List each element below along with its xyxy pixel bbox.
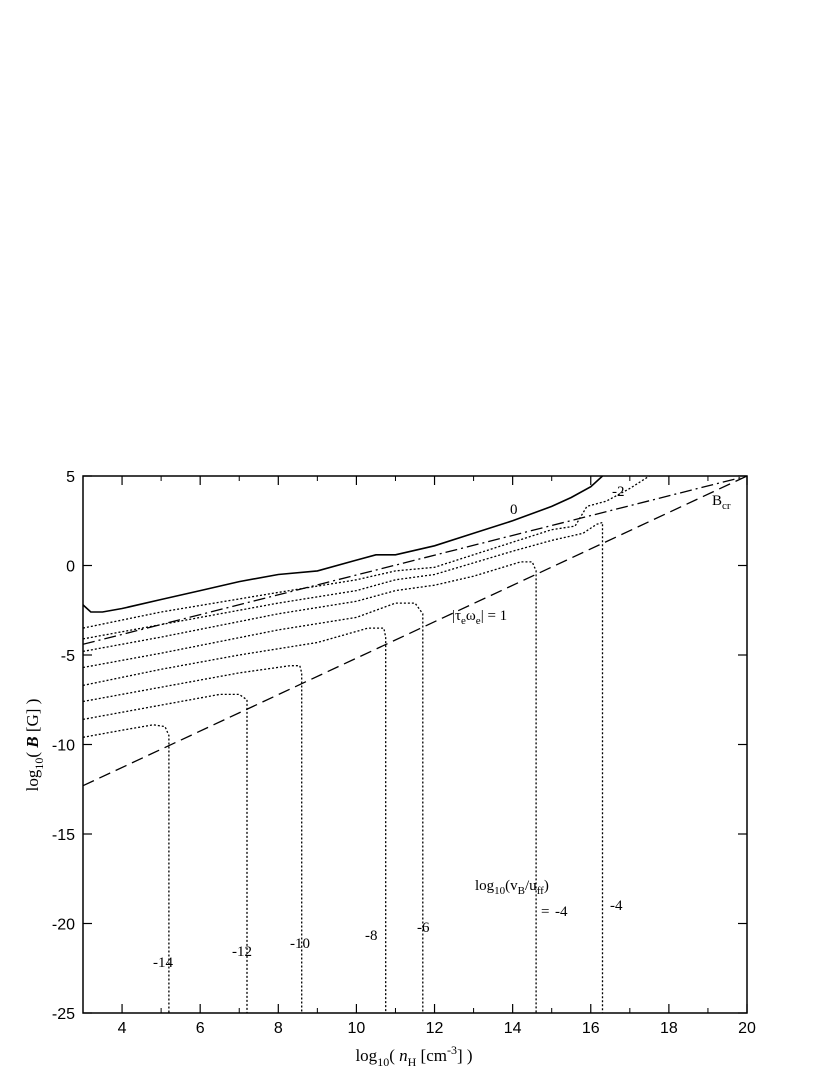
bcr-sub: cr [722,500,731,512]
y-tick-label: 5 [66,469,75,486]
xl-var: n [399,1046,408,1065]
vb-log: log [475,878,495,894]
xl-pre: log [355,1046,377,1065]
series-line-10 [83,476,747,787]
vb-close: ) [544,878,549,894]
plot-border [82,475,748,1014]
x-tick-label: 18 [660,1020,678,1037]
x-tick-label: 6 [196,1020,205,1037]
contour-label-minus6: -6 [417,920,430,936]
series-line-8 [83,724,170,1013]
bcr-main: B [712,493,722,509]
y-tick-label: -25 [52,1006,75,1023]
y-tick-label: -20 [52,917,75,934]
tau-b: ω [466,608,476,624]
vb-subff: ff [537,885,544,897]
x-tick-label: 12 [426,1020,444,1037]
contour-label-minus10: -10 [290,936,310,952]
y-tick-label: -10 [52,738,75,755]
plot-frame [82,475,748,1014]
series-line-9 [83,476,747,645]
bcr-label: Bcr [712,493,731,512]
yl-end: [G] ) [23,699,42,737]
y-tick-label: -5 [61,648,75,665]
tau-c: | = 1 [481,608,507,624]
yl-sub: 10 [32,758,46,770]
y-tick-label: -15 [52,827,75,844]
x-tick-label: 8 [274,1020,283,1037]
series-line-4 [83,602,424,1013]
contour-label-minus12: -12 [232,944,252,960]
xl-sup: -3 [447,1043,457,1057]
xl-varsub: H [408,1055,417,1069]
y-tick-label: 0 [66,559,75,576]
yl-var: B [23,736,42,748]
xl-end: ] ) [457,1046,473,1065]
tau-sub2: e [476,615,481,627]
vb-subB: B [518,885,525,897]
contour-label-minus4-mid: -4 [555,904,568,920]
tau-omega-label: |τeωe| = 1 [452,608,507,627]
vb-open: (v [505,878,518,894]
vb-sub10: 10 [494,885,506,897]
y-axis-title: log10( B [G] ) [23,699,46,792]
contour-label-0: 0 [510,502,518,518]
series-line-7 [83,693,248,1013]
series-line-3 [83,561,537,1013]
x-tick-label: 16 [582,1020,600,1037]
x-axis-title: log10( nH [cm-3] ) [355,1043,472,1069]
contour-label-minus8: -8 [365,928,378,944]
contour-label-minus14: -14 [153,955,173,971]
x-tick-label: 4 [118,1020,127,1037]
yl-pre: log [23,769,42,791]
series-line-5 [83,627,387,1013]
x-tick-label: 20 [738,1020,756,1037]
equals-sign: = [541,904,549,920]
series-line-6 [83,665,303,1013]
contour-label-minus2: -2 [612,484,625,500]
vb-uff-label: log10(vB/uff) [475,878,549,897]
tau-sub1: e [461,615,466,627]
xl-mid: ( [389,1046,399,1065]
tau-a: |τ [452,608,461,624]
x-tick-label: 10 [348,1020,366,1037]
series-line-0 [83,476,604,613]
x-tick-label: 14 [504,1020,522,1037]
yl-mid: ( [23,748,42,758]
contour-label-minus4-right: -4 [610,898,623,914]
xl-sub: 10 [377,1055,389,1069]
series-line-1 [83,476,650,629]
vb-slash: /u [525,878,537,894]
xl-post: [cm [416,1046,447,1065]
series-line-2 [83,521,604,1013]
series-layer [83,476,747,1013]
